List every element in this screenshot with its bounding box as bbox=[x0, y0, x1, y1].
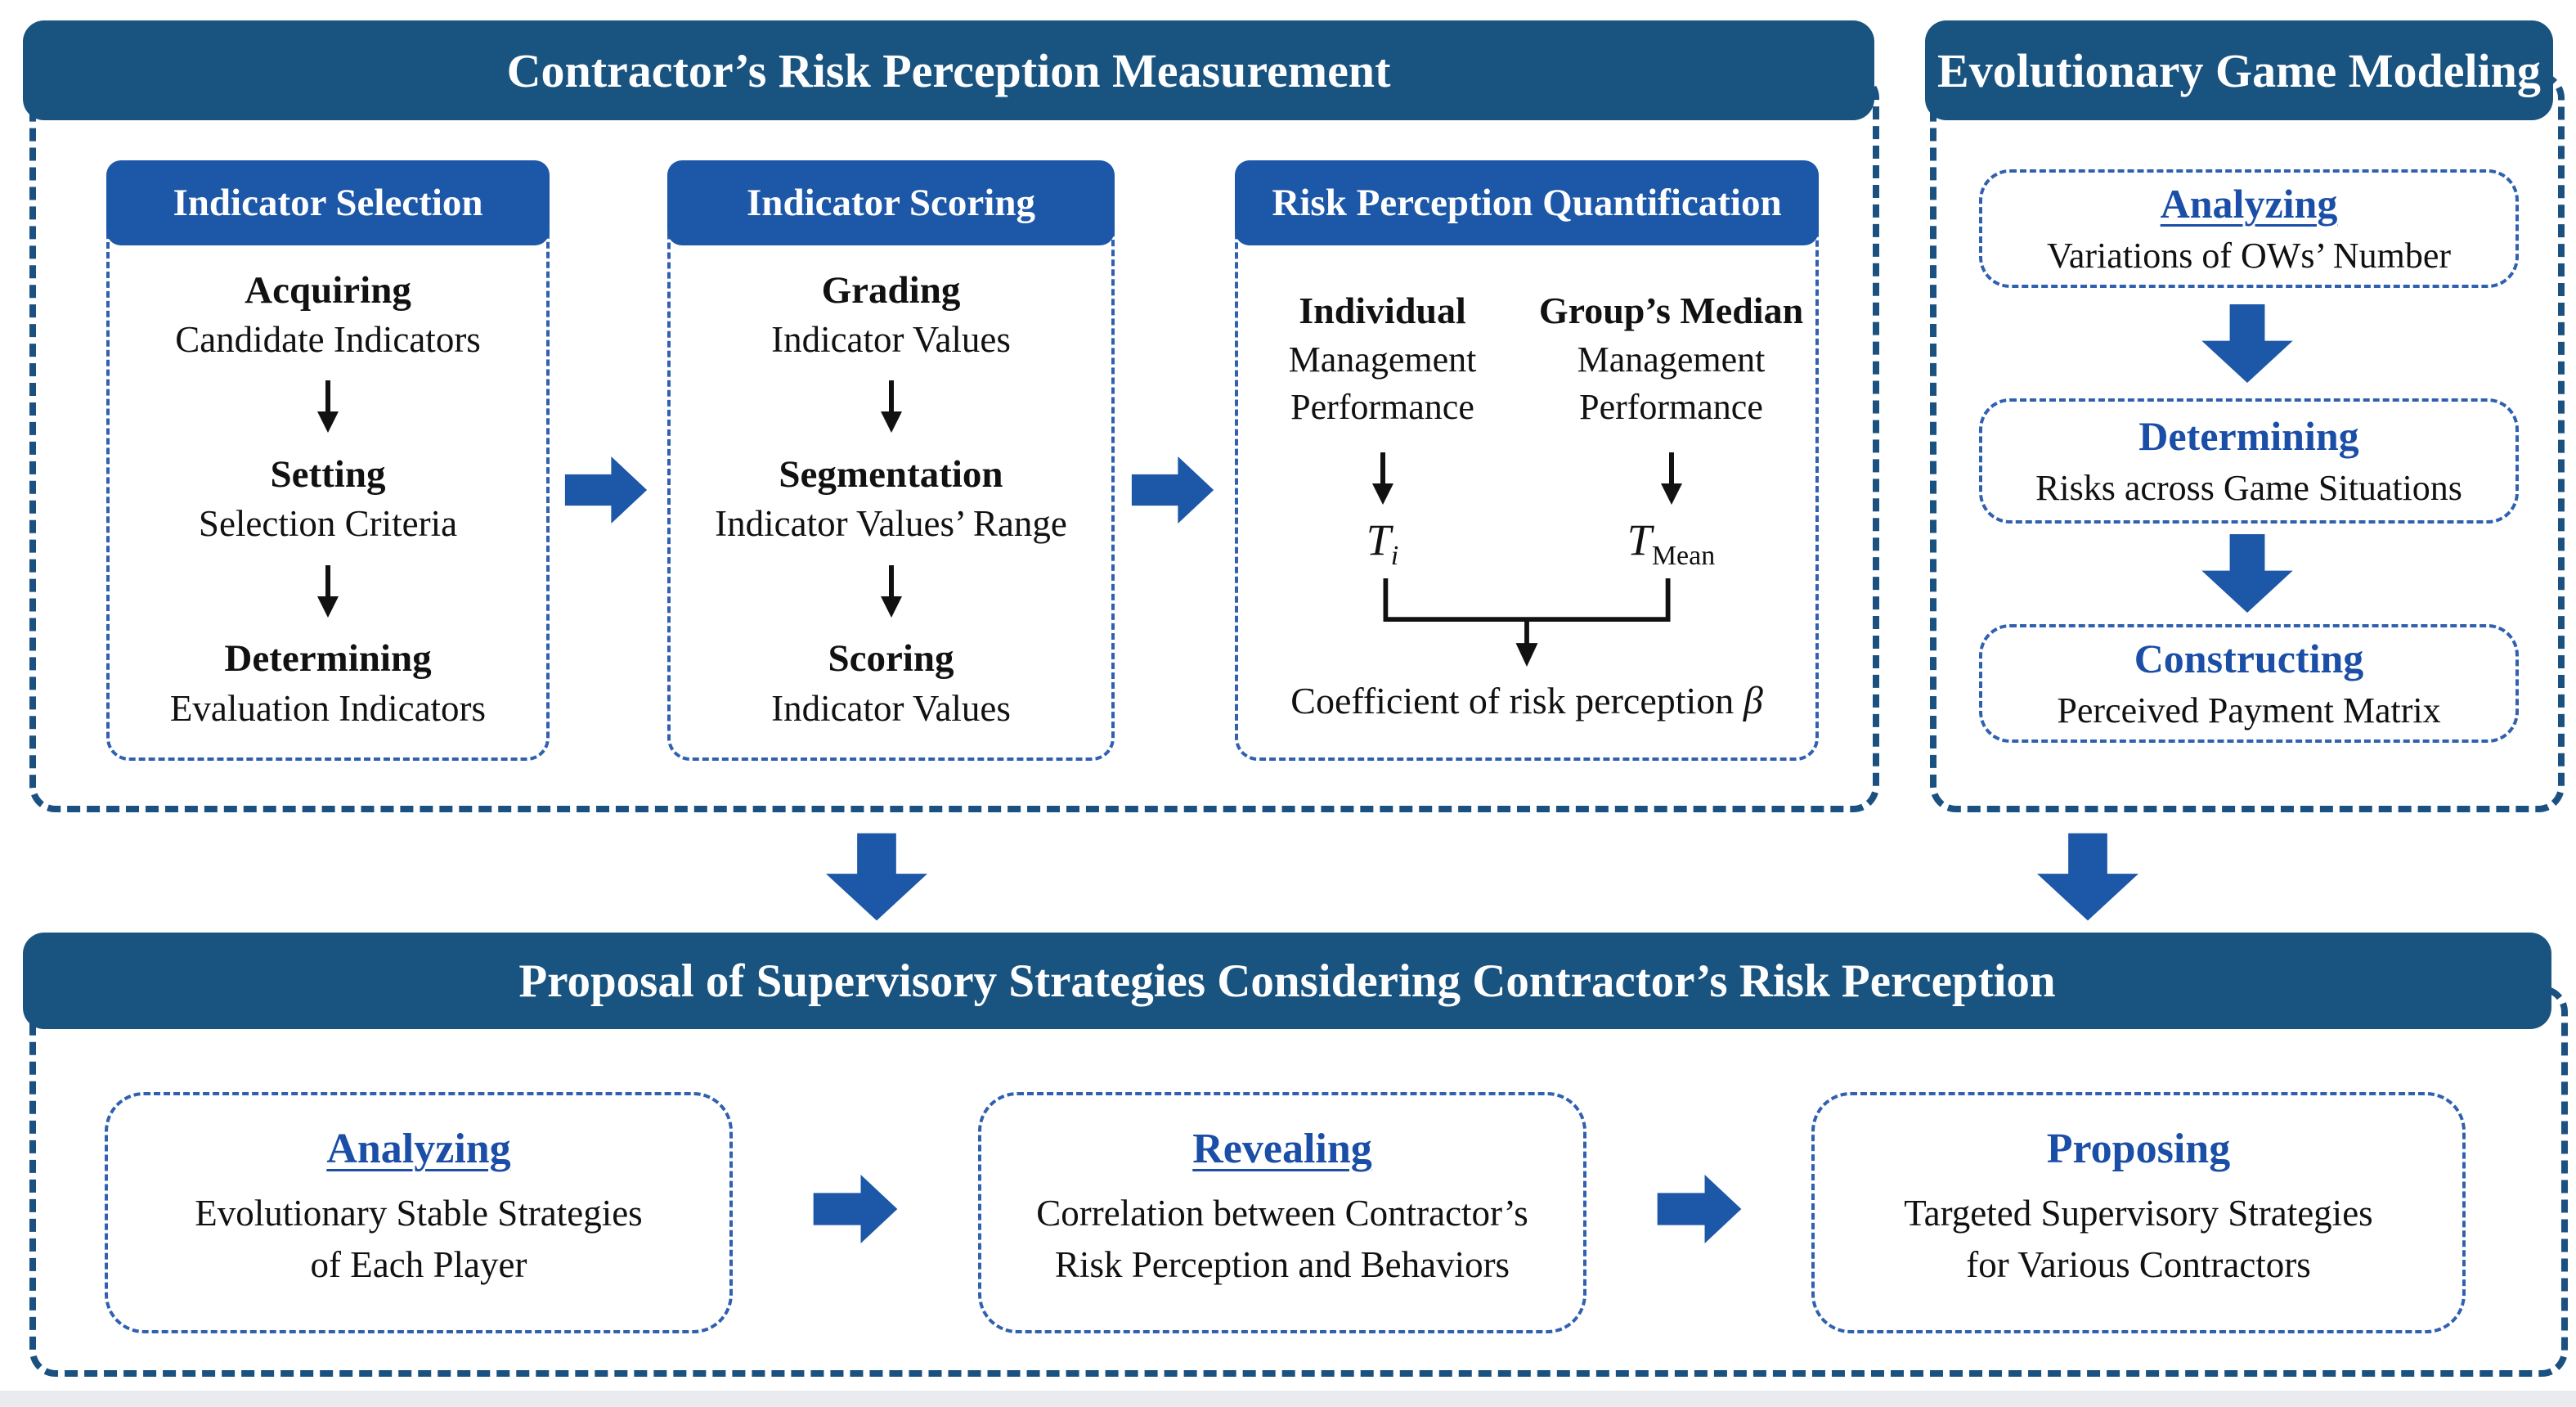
down-arrow-icon bbox=[1371, 452, 1393, 505]
cell-line: Management bbox=[1288, 339, 1477, 380]
symbol-row: Ti TMean bbox=[1238, 515, 1815, 572]
indicator-scoring-steps: Grading Indicator Values Segmentation In… bbox=[671, 249, 1111, 749]
performance-arrows bbox=[1238, 452, 1815, 505]
beta-symbol: β bbox=[1743, 678, 1763, 722]
game-modeling-panel: Evolutionary Game Modeling Analyzing Var… bbox=[1925, 20, 2565, 812]
game-step-analyzing: Analyzing Variations of OWs’ Number bbox=[1979, 169, 2519, 288]
game-step-constructing: Constructing Perceived Payment Matrix bbox=[1979, 624, 2519, 743]
indicator-selection-header: Indicator Selection bbox=[106, 160, 550, 245]
proposal-step-detail: Evolutionary Stable Strategies of Each P… bbox=[108, 1188, 729, 1291]
cell-keyword: Group’s Median bbox=[1538, 290, 1804, 331]
down-arrow-icon bbox=[1660, 452, 1682, 505]
proposal-panel: Proposal of Supervisory Strategies Consi… bbox=[23, 933, 2568, 1377]
step-keyword: Setting bbox=[270, 453, 386, 497]
measurement-panel-title: Contractor’s Risk Perception Measurement bbox=[506, 43, 1391, 97]
coefficient-text: Coefficient of risk perception bbox=[1290, 679, 1735, 721]
game-modeling-header: Evolutionary Game Modeling bbox=[1925, 20, 2553, 120]
detail-line: Risk Perception and Behaviors bbox=[1054, 1244, 1510, 1285]
merge-bracket-icon bbox=[1383, 578, 1671, 667]
proposal-step-proposing: Proposing Targeted Supervisory Strategie… bbox=[1811, 1092, 2466, 1333]
step-keyword: Segmentation bbox=[779, 453, 1003, 497]
step-detail: Indicator Values’ Range bbox=[715, 503, 1067, 545]
indicator-selection-column: Indicator Selection Acquiring Candidate … bbox=[106, 160, 550, 761]
flow-arrow-down-icon bbox=[826, 833, 927, 921]
step-setting: Setting Selection Criteria bbox=[199, 450, 457, 548]
coefficient-label: Coefficient of risk perception β bbox=[1290, 678, 1762, 723]
proposal-panel-title: Proposal of Supervisory Strategies Consi… bbox=[518, 955, 2056, 1007]
symbol-base: T bbox=[1366, 515, 1391, 564]
proposal-step-keyword: Proposing bbox=[2046, 1126, 2231, 1172]
symbol-tmean: TMean bbox=[1627, 515, 1715, 572]
proposal-step-detail: Correlation between Contractor’s Risk Pe… bbox=[981, 1188, 1583, 1291]
detail-line: for Various Contractors bbox=[1966, 1244, 2311, 1285]
down-arrow-icon bbox=[317, 380, 339, 434]
cell-line: Performance bbox=[1579, 386, 1763, 427]
flow-arrow-right-icon bbox=[564, 456, 648, 524]
step-scoring: Scoring Indicator Values bbox=[771, 634, 1011, 732]
game-step-keyword: Determining bbox=[2138, 413, 2359, 460]
game-step-detail: Risks across Game Situations bbox=[2035, 467, 2462, 508]
symbol-base: T bbox=[1627, 515, 1652, 564]
down-arrow-icon bbox=[880, 380, 902, 434]
flow-arrow-right-icon bbox=[1657, 1175, 1742, 1243]
detail-line: of Each Player bbox=[310, 1244, 527, 1285]
indicator-scoring-header: Indicator Scoring bbox=[667, 160, 1115, 245]
proposal-step-detail: Targeted Supervisory Strategies for Vari… bbox=[1815, 1188, 2462, 1291]
game-step-detail: Variations of OWs’ Number bbox=[2046, 235, 2452, 276]
game-modeling-title: Evolutionary Game Modeling bbox=[1937, 43, 2541, 97]
step-detail: Evaluation Indicators bbox=[169, 687, 487, 729]
proposal-step-keyword: Revealing bbox=[1192, 1126, 1372, 1172]
flow-arrow-right-icon bbox=[1131, 456, 1214, 524]
step-keyword: Determining bbox=[224, 637, 432, 681]
symbol-ti: Ti bbox=[1367, 515, 1399, 572]
step-keyword: Scoring bbox=[828, 637, 954, 681]
flow-arrow-down-icon bbox=[2037, 833, 2138, 921]
step-determining: Determining Evaluation Indicators bbox=[170, 634, 486, 732]
step-keyword: Acquiring bbox=[245, 268, 411, 312]
indicator-scoring-column: Indicator Scoring Grading Indicator Valu… bbox=[667, 160, 1115, 761]
step-segmentation: Segmentation Indicator Values’ Range bbox=[715, 450, 1067, 548]
indicator-scoring-title: Indicator Scoring bbox=[747, 182, 1035, 224]
game-step-detail: Perceived Payment Matrix bbox=[2057, 690, 2441, 730]
game-step-keyword: Constructing bbox=[2134, 636, 2364, 682]
down-arrow-icon bbox=[880, 564, 902, 618]
risk-quantification-body: Individual Management Performance Group’… bbox=[1238, 249, 1815, 746]
symbol-subscript: Mean bbox=[1651, 540, 1716, 571]
detail-line: Targeted Supervisory Strategies bbox=[1904, 1193, 2373, 1234]
measurement-panel-header: Contractor’s Risk Perception Measurement bbox=[23, 20, 1874, 120]
detail-line: Evolutionary Stable Strategies bbox=[195, 1193, 643, 1234]
risk-quantification-header: Risk Perception Quantification bbox=[1235, 160, 1819, 245]
page-bottom-strip bbox=[0, 1391, 2576, 1407]
flow-arrow-right-icon bbox=[813, 1175, 898, 1243]
measurement-panel: Contractor’s Risk Perception Measurement… bbox=[23, 20, 1879, 812]
proposal-step-revealing: Revealing Correlation between Contractor… bbox=[978, 1092, 1586, 1333]
down-arrow-icon bbox=[317, 564, 339, 618]
game-step-keyword: Analyzing bbox=[2160, 181, 2338, 227]
flow-arrow-down-icon bbox=[2201, 304, 2293, 383]
proposal-panel-header: Proposal of Supervisory Strategies Consi… bbox=[23, 933, 2551, 1029]
step-detail: Selection Criteria bbox=[198, 503, 458, 545]
indicator-selection-steps: Acquiring Candidate Indicators Setting S… bbox=[110, 249, 546, 749]
indicator-selection-title: Indicator Selection bbox=[173, 182, 483, 224]
step-detail: Indicator Values bbox=[771, 318, 1011, 360]
proposal-step-analyzing: Analyzing Evolutionary Stable Strategies… bbox=[105, 1092, 733, 1333]
performance-cells: Individual Management Performance Group’… bbox=[1238, 286, 1815, 431]
game-step-determining: Determining Risks across Game Situations bbox=[1979, 398, 2519, 524]
cell-line: Management bbox=[1577, 339, 1766, 380]
step-acquiring: Acquiring Candidate Indicators bbox=[175, 266, 481, 364]
step-detail: Candidate Indicators bbox=[175, 318, 481, 360]
risk-quantification-title: Risk Perception Quantification bbox=[1272, 182, 1782, 224]
proposal-step-keyword: Analyzing bbox=[326, 1126, 511, 1172]
step-detail: Indicator Values bbox=[771, 687, 1011, 729]
flow-arrow-down-icon bbox=[2201, 534, 2293, 613]
symbol-subscript: i bbox=[1390, 540, 1399, 571]
individual-performance-cell: Individual Management Performance bbox=[1289, 286, 1477, 431]
detail-line: Correlation between Contractor’s bbox=[1036, 1193, 1528, 1234]
risk-quantification-column: Risk Perception Quantification Individua… bbox=[1235, 160, 1819, 761]
step-grading: Grading Indicator Values bbox=[771, 266, 1011, 364]
step-keyword: Grading bbox=[821, 268, 961, 312]
cell-keyword: Individual bbox=[1299, 290, 1466, 331]
group-median-performance-cell: Group’s Median Management Performance bbox=[1539, 286, 1803, 431]
cell-line: Performance bbox=[1290, 386, 1474, 427]
